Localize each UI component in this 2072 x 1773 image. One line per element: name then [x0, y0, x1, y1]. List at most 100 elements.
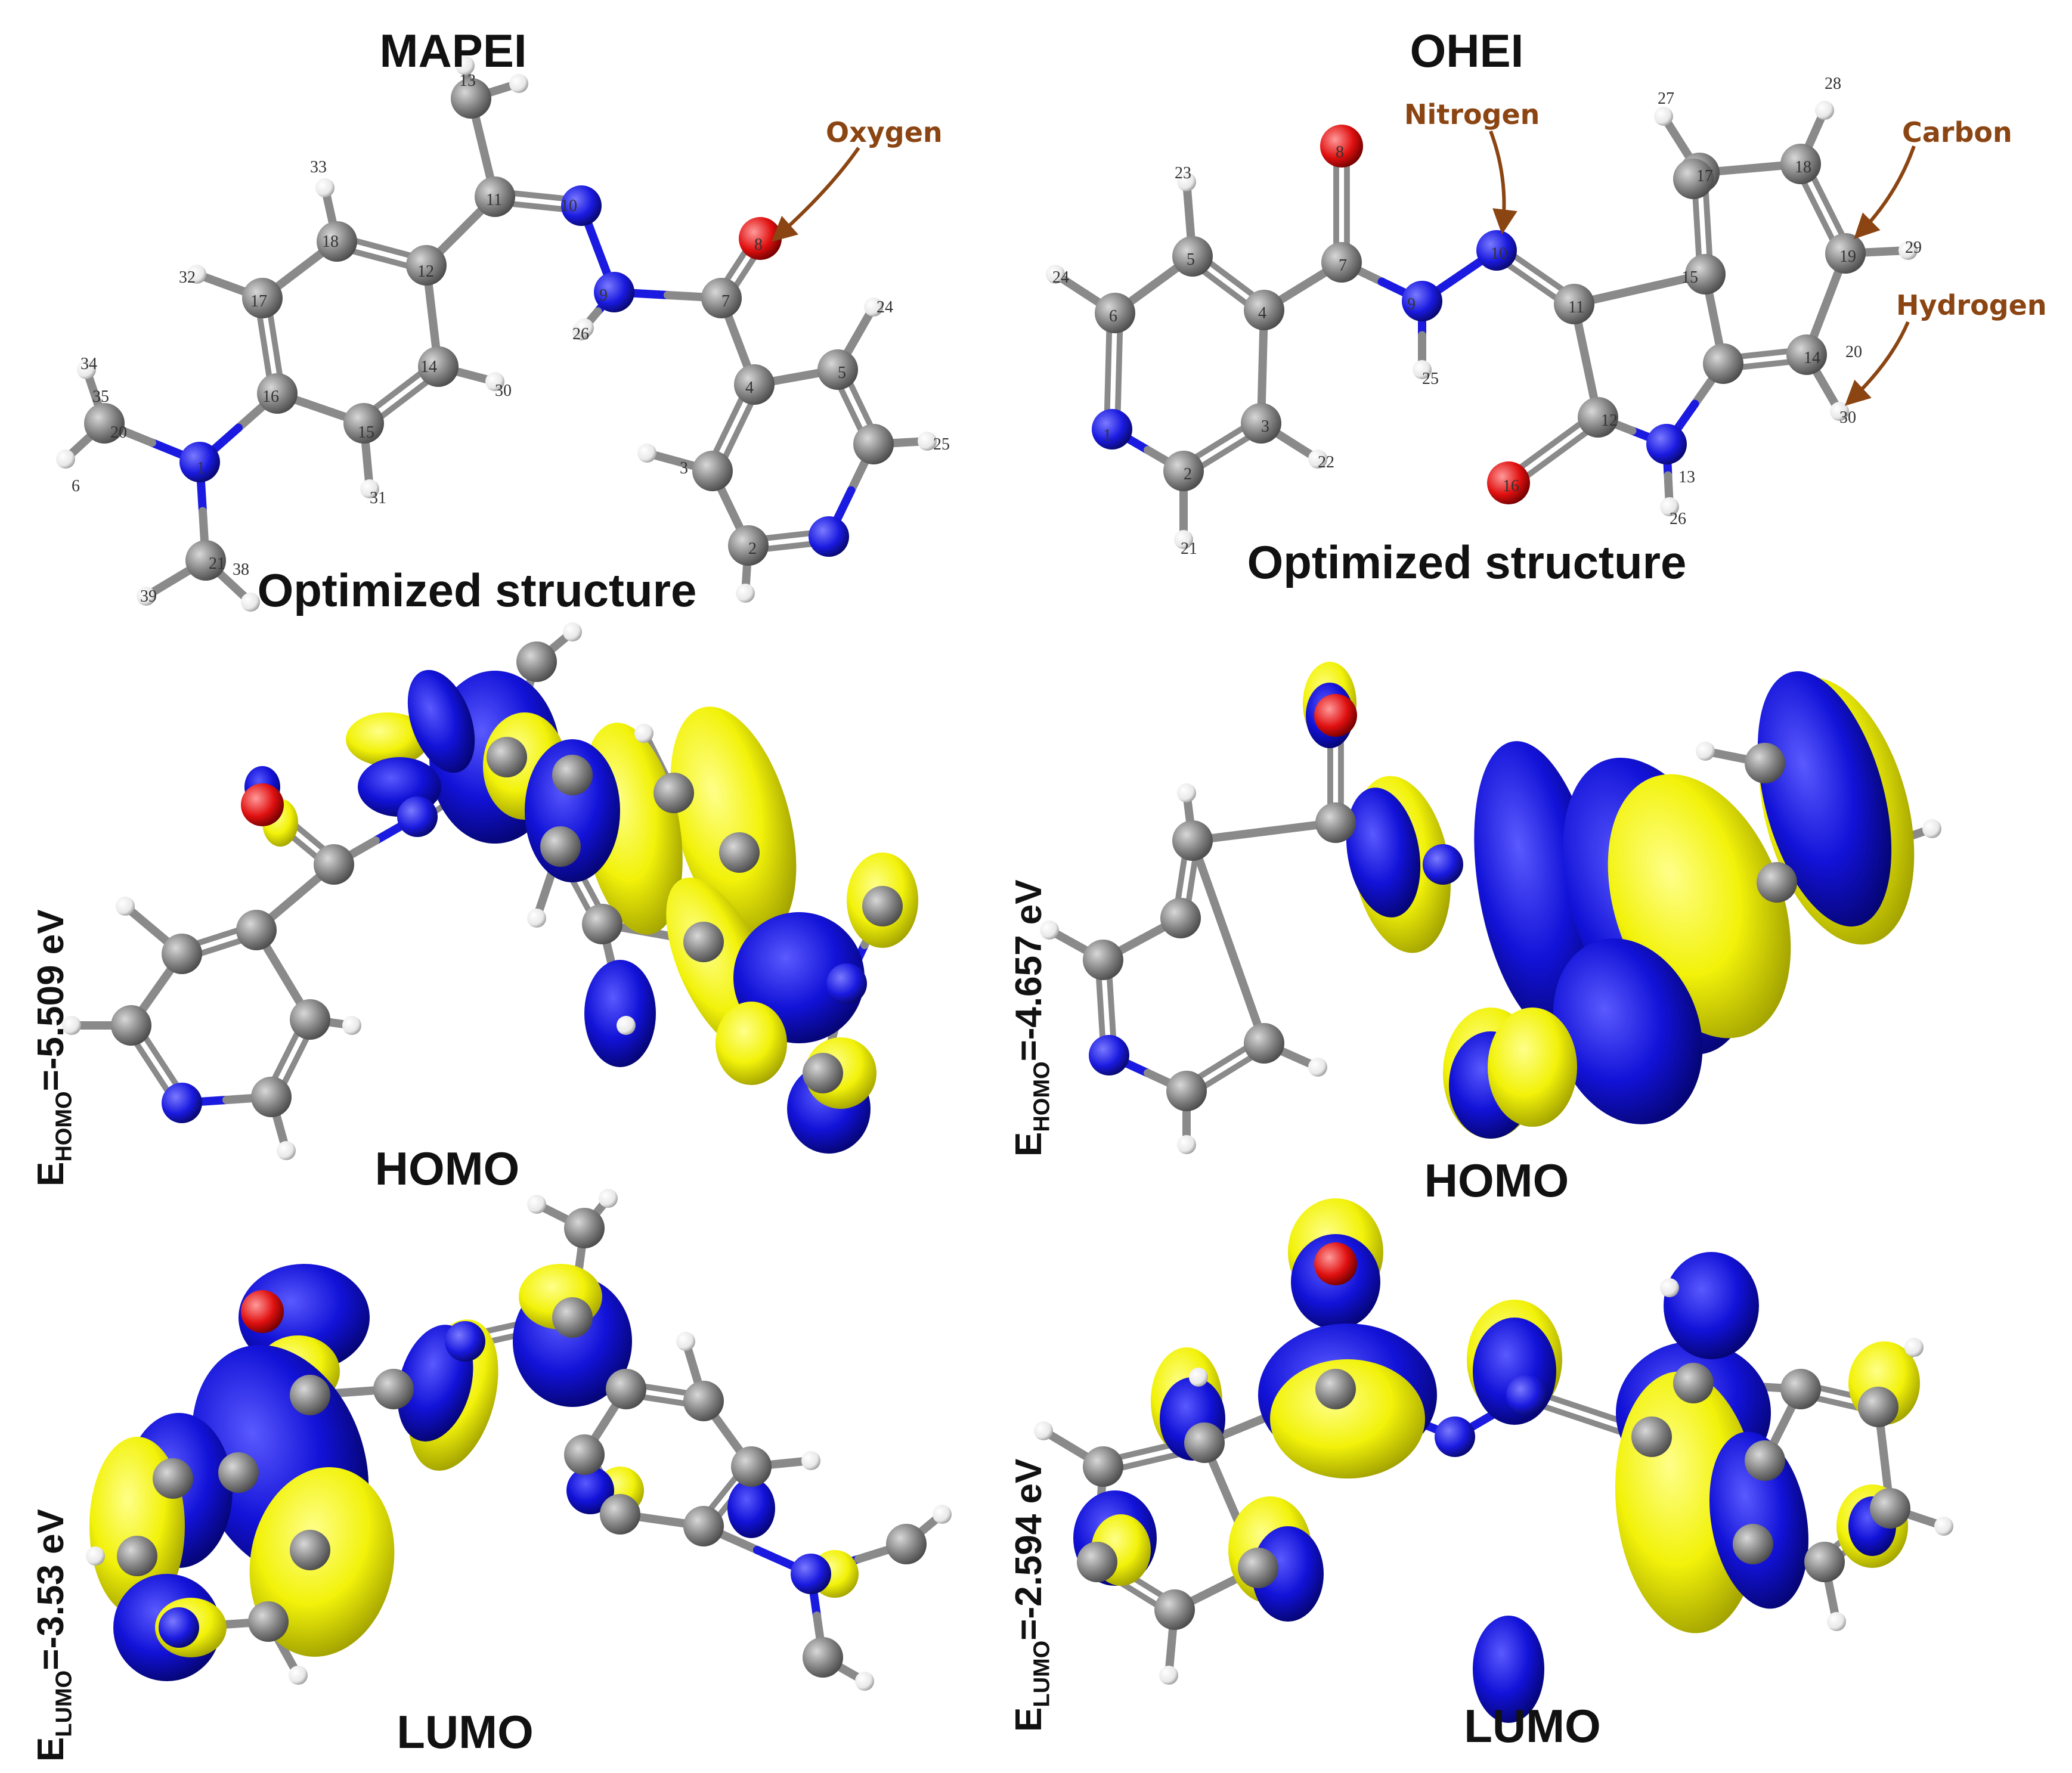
mapei-atom-number: 3: [680, 459, 688, 478]
mapei-atom-number: 33: [310, 158, 327, 176]
ohei-lumo-nitrogen-atom: [1506, 1375, 1547, 1415]
mapei-opt-carbon-atom: [257, 373, 298, 414]
mapei-lumo-carbon-atom: [373, 1369, 414, 1409]
mapei-lumo-carbon-atom: [683, 1381, 724, 1421]
ohei-atom-number: 3: [1261, 417, 1269, 436]
mapei-lumo-carbon-atom: [552, 1297, 593, 1338]
ohei-atom-number: 19: [1839, 247, 1856, 266]
mapei-homo-carbon-atom: [162, 934, 202, 974]
ohei-homo-oxygen-atom: [1314, 694, 1357, 737]
ohei-opt-hydrogen-atom: [1898, 241, 1918, 260]
mapei-opt-nitrogen-atom: [561, 185, 602, 226]
ohei-title: OHEI: [1410, 24, 1524, 77]
mapei-title: MAPEI: [379, 24, 527, 77]
mapei-opt-oxygen-atom: [739, 217, 782, 260]
mapei-atom-number: 21: [209, 554, 225, 573]
mapei-atom-number: 12: [417, 262, 434, 281]
mapei-atom-number: 7: [721, 292, 730, 311]
mapei-lumo-hydrogen-atom: [933, 1505, 952, 1524]
ohei-opt-hydrogen-atom: [1660, 497, 1679, 516]
mapei-opt-hydrogen-atom: [137, 587, 156, 606]
ohei-opt-carbon-atom: [1095, 293, 1135, 333]
ohei-homo-carbon-atom: [1160, 898, 1201, 938]
mapei-opt-carbon-atom: [475, 176, 515, 217]
mapei-opt-carbon-atom: [242, 278, 283, 318]
mapei-homo-carbon-atom: [290, 999, 330, 1040]
mapei-homo-carbon-atom: [582, 904, 622, 944]
ohei-lumo-lobe: [1270, 1359, 1425, 1478]
ohei-lumo-carbon-atom: [1077, 1542, 1117, 1582]
ohei-homo-lobe: [1553, 938, 1703, 1124]
mapei-lumo-carbon-atom: [886, 1524, 927, 1564]
mapei-homo-carbon-atom: [111, 1005, 151, 1046]
ohei-opt-carbon-atom: [1241, 403, 1281, 444]
mapei-atom-number: 15: [358, 423, 374, 442]
ohei-lumo-carbon-atom: [1870, 1488, 1910, 1529]
ohei-opt-hydrogen-atom: [1308, 450, 1327, 469]
mapei-atom-number: 17: [250, 292, 267, 311]
ohei-atom-number: 23: [1175, 164, 1191, 182]
mapei-homo-carbon-atom: [683, 922, 724, 962]
mapei-atom-number: 24: [877, 298, 893, 317]
mapei-homo-hydrogen-atom: [617, 1016, 636, 1035]
mapei-atom-number: 26: [572, 325, 589, 343]
mapei-atom-number: 1: [197, 459, 205, 478]
ohei-homo-nitrogen-atom: [1423, 844, 1463, 885]
ohei-opt-carbon-atom: [1685, 254, 1726, 295]
mapei-homo-carbon-atom: [236, 910, 277, 950]
mapei-atom-number: 18: [322, 233, 339, 251]
mapei-lumo-hydrogen-atom: [599, 1189, 618, 1208]
mapei-opt-hydrogen-atom: [56, 450, 75, 469]
mapei-atom-number: 32: [179, 268, 196, 287]
ohei-homo-carbon-atom: [1166, 1071, 1207, 1111]
ohei-atom-number: 12: [1601, 411, 1618, 430]
mapei-lumo-carbon-atom: [606, 1369, 646, 1409]
mapei-lumo-label: LUMO: [397, 1706, 534, 1758]
mapei-homo-carbon-atom: [653, 773, 694, 813]
mapei-atom-number: 35: [92, 388, 109, 406]
mapei-atom-number: 16: [262, 388, 279, 406]
mapei-lumo-carbon-atom: [117, 1536, 157, 1576]
mapei-lumo-energy: ELUMO=-3.53 eV: [30, 1509, 77, 1762]
ohei-atom-number: 1: [1103, 426, 1111, 445]
ohei-homo-nitrogen-atom: [1089, 1035, 1129, 1075]
ohei-opt-carbon-atom: [1673, 159, 1714, 199]
ohei-opt-hydrogen-atom: [1174, 530, 1193, 549]
ohei-homo-lobe: [1488, 1008, 1577, 1127]
ohei-lumo-carbon-atom: [1733, 1524, 1773, 1564]
mapei-lumo-carbon-atom: [731, 1446, 772, 1487]
mapei-lumo-hydrogen-atom: [855, 1672, 874, 1691]
mapei-opt-carbon-atom: [701, 278, 742, 318]
ohei-lumo-lobe: [1664, 1252, 1759, 1359]
mapei-homo-hydrogen-atom: [527, 909, 546, 928]
mapei-atom-number: 6: [72, 477, 80, 495]
ohei-opt-carbon-atom: [1578, 397, 1618, 438]
ohei-homo-hydrogen-atom: [1177, 783, 1196, 802]
mapei-structure-caption: Optimized structure: [257, 564, 697, 616]
ohei-lumo-hydrogen-atom: [1934, 1517, 1953, 1536]
ohei-opt-carbon-atom: [1163, 451, 1204, 491]
ohei-homo-hydrogen-atom: [1696, 742, 1715, 761]
mapei-opt-hydrogen-atom: [456, 56, 475, 75]
mapei-homo-label: HOMO: [374, 1142, 520, 1195]
ohei-atom-number: 16: [1503, 477, 1519, 495]
ohei-atom-number: 18: [1795, 158, 1811, 176]
carbon-arrow: [1854, 145, 1916, 239]
ohei-lumo-carbon-atom: [1780, 1369, 1821, 1409]
ohei-atom-number: 11: [1568, 298, 1584, 317]
ohei-atom-number: 30: [1839, 408, 1856, 427]
mapei-lumo-hydrogen-atom: [527, 1195, 546, 1214]
mapei-atom-number: 20: [110, 423, 127, 442]
ohei-lumo-nitrogen-atom: [1435, 1416, 1475, 1457]
mapei-homo-hydrogen-atom: [116, 897, 135, 916]
ohei-opt-nitrogen-atom: [1646, 424, 1687, 464]
ohei-atom-number: 2: [1184, 465, 1192, 483]
ohei-opt-nitrogen-atom: [1092, 409, 1132, 450]
mapei-atom-number: 8: [754, 235, 763, 254]
mapei-lumo-carbon-atom: [803, 1637, 843, 1678]
mapei-opt-hydrogen-atom: [864, 297, 883, 317]
ohei-atom-number: 14: [1804, 349, 1820, 367]
mapei-opt-hydrogen-atom: [360, 479, 379, 498]
mapei-lumo-carbon-atom: [564, 1434, 605, 1475]
